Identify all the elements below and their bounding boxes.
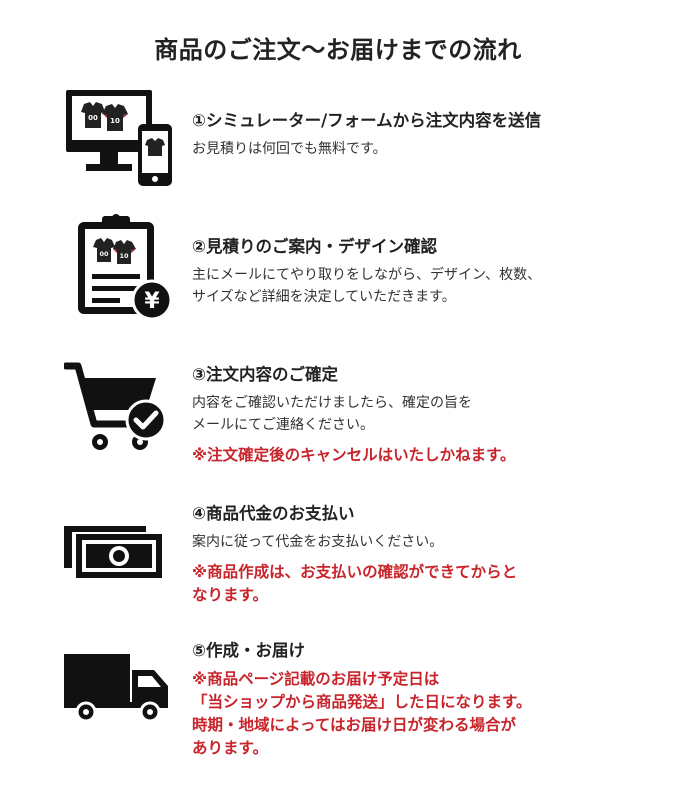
delivery-truck-icon: [62, 650, 182, 725]
svg-text:10: 10: [119, 252, 129, 260]
red-shirt-icon: 10: [102, 104, 128, 131]
shopping-cart-check-icon: [64, 360, 184, 455]
computer-and-phone-icon: 00 10: [62, 88, 182, 188]
clipboard-estimate-icon: 00 10 ¥: [72, 212, 192, 322]
step-3: ③注文内容のご確定 内容をご確認いただけましたら、確定の旨を メールにてご連絡く…: [192, 364, 662, 467]
svg-text:00: 00: [99, 250, 109, 258]
page-title: 商品のご注文〜お届けまでの流れ: [154, 36, 522, 64]
step-1: ①シミュレーター/フォームから注文内容を送信 お見積りは何回でも無料です。: [192, 110, 662, 160]
step-title: ⑤作成・お届け: [192, 641, 305, 660]
step-title: ③注文内容のご確定: [192, 365, 338, 384]
step-description: お見積りは何回でも無料です。: [192, 141, 387, 157]
step-title: ④商品代金のお支払い: [192, 504, 355, 523]
black-shirt-icon: 00: [81, 102, 105, 128]
step-2: ②見積りのご案内・デザイン確認 主にメールにてやり取りをしながら、デザイン、枚数…: [192, 236, 662, 308]
step-4: ④商品代金のお支払い 案内に従って代金をお支払いください。 ※商品作成は、お支払…: [192, 503, 662, 607]
banknotes-icon: [62, 522, 182, 582]
step-title: ②見積りのご案内・デザイン確認: [192, 237, 437, 256]
check-circle-icon: [125, 399, 167, 441]
step-title: ①シミュレーター/フォームから注文内容を送信: [192, 111, 542, 130]
step-description: 案内に従って代金をお支払いください。: [192, 534, 444, 550]
step-description: 内容をご確認いただけましたら、確定の旨を メールにてご連絡ください。: [192, 395, 472, 433]
step-5: ⑤作成・お届け ※商品ページ記載のお届け予定日は 「当ショップから商品発送」した…: [192, 640, 662, 760]
yen-badge-icon: ¥: [131, 279, 173, 321]
warning-note: ※商品ページ記載のお届け予定日は 「当ショップから商品発送」した日になります。 …: [192, 670, 532, 757]
step-description: 主にメールにてやり取りをしながら、デザイン、枚数、 サイズなど詳細を決定していた…: [192, 267, 542, 305]
warning-note: ※注文確定後のキャンセルはいたしかねます。: [192, 446, 516, 464]
warning-note: ※商品作成は、お支払いの確認ができてからと なります。: [192, 563, 518, 604]
svg-text:10: 10: [110, 117, 120, 125]
svg-text:¥: ¥: [144, 289, 160, 314]
svg-text:00: 00: [88, 114, 98, 122]
